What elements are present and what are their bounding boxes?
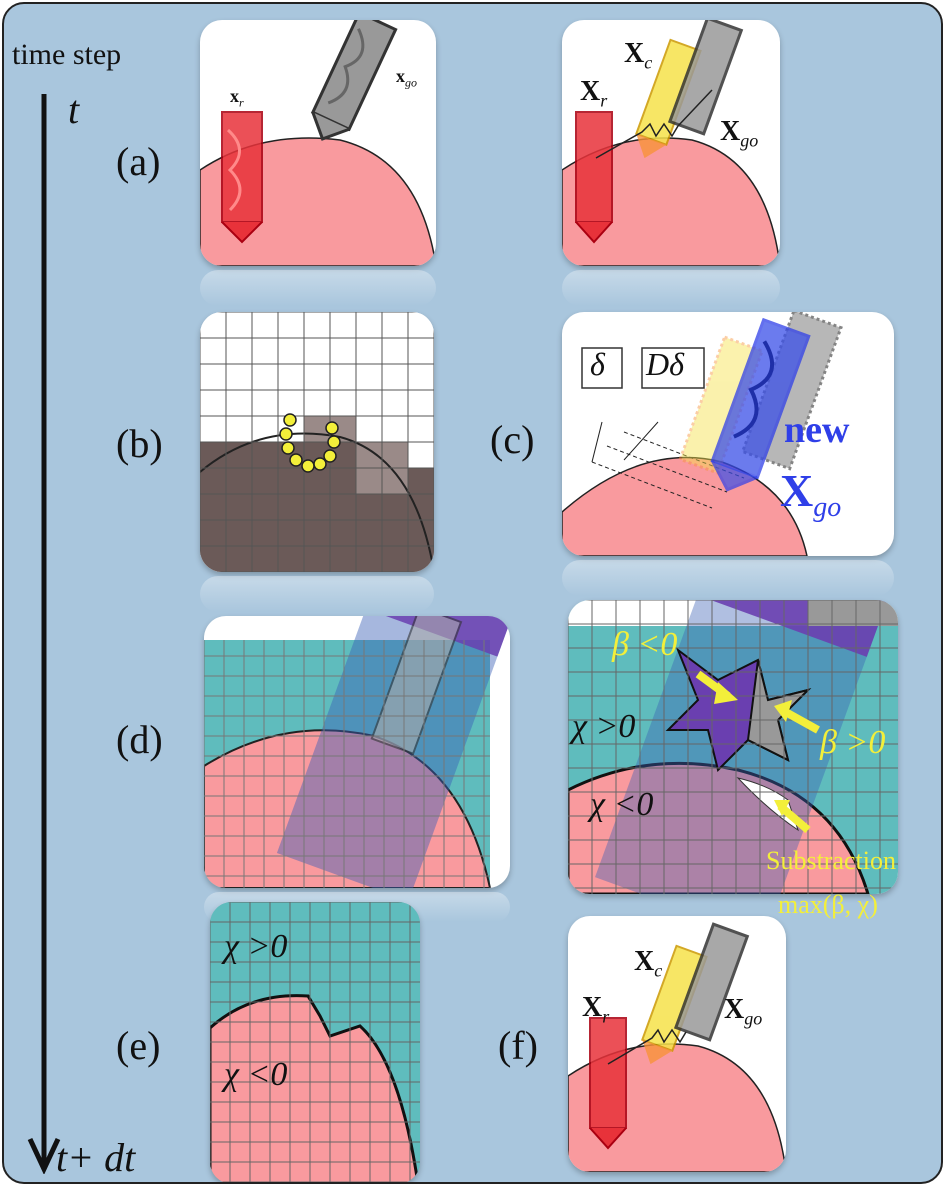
panel-e: χ >0 χ <0 (210, 902, 420, 1182)
time-end-label: t+ dt (56, 1135, 136, 1180)
xgo-label: xgo (396, 66, 417, 90)
xc-label: Xc (634, 946, 663, 981)
xgo-label: Xgo (724, 994, 763, 1029)
panel-c-reflection (562, 560, 894, 596)
chi-pos-label: χ >0 (572, 708, 636, 745)
panel-b (200, 312, 434, 572)
panel-label-b: (b) (116, 421, 163, 466)
time-arrow (27, 94, 61, 1174)
panel-f: Xr Xc Xgo (568, 916, 786, 1172)
panel-label-d: (d) (116, 717, 163, 762)
beta-pos-label: β >0 (820, 724, 886, 761)
new-label: new (784, 409, 850, 451)
panel-c: δ Dδ new Xgo (562, 312, 894, 556)
beta-neg-label: β <0 (612, 626, 678, 663)
xgo-label: Xgo (720, 116, 759, 151)
panel-a-right-reflection (562, 270, 780, 306)
subtraction-label: Substraction: (766, 846, 898, 875)
new-xgo-label: Xgo (780, 465, 842, 524)
xr-label: Xr (580, 76, 608, 111)
xc-label: Xc (624, 38, 653, 73)
xr-label: xr (230, 86, 244, 110)
panel-a-right: Xr Xc Xgo (562, 20, 780, 266)
max-beta-chi-label: max(β, χ) (778, 890, 878, 919)
panel-label-f: (f) (498, 1023, 538, 1068)
time-start-label: t (68, 87, 80, 132)
panel-b-reflection (200, 576, 434, 612)
panel-a-left: xr xgo (200, 20, 436, 266)
chi-neg-label: χ <0 (590, 786, 654, 823)
xr-label: Xr (582, 992, 610, 1027)
panel-d-left (204, 616, 510, 888)
d-delta-label: Dδ (646, 346, 684, 382)
panel-label-e: (e) (116, 1023, 161, 1068)
time-step-header: time step (12, 38, 122, 71)
panel-d-right: β <0 β >0 χ >0 χ <0 Substraction: (568, 600, 898, 894)
delta-label: δ (590, 346, 605, 382)
panel-label-a: (a) (116, 139, 161, 184)
chi-pos-label: χ >0 (224, 928, 288, 965)
panel-label-c: (c) (490, 417, 535, 462)
panel-a-left-reflection (200, 270, 436, 306)
chi-neg-label: χ <0 (224, 1056, 288, 1093)
